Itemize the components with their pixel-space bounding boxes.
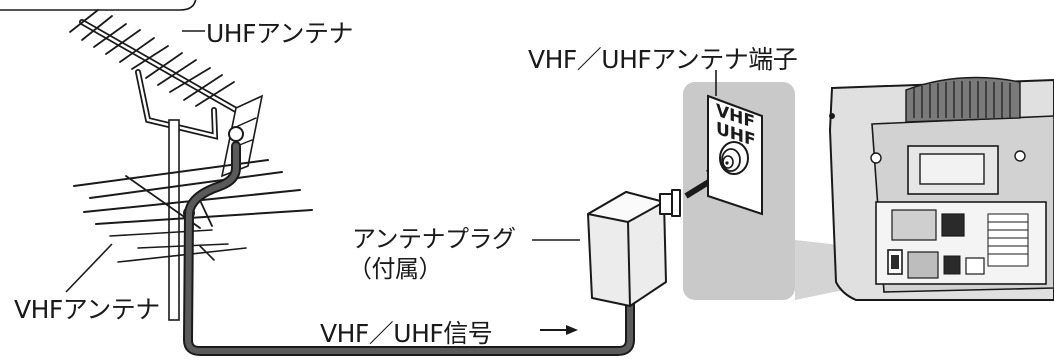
vhf-antenna-label: VHFアンテナ (14, 295, 160, 324)
signal-direction-arrow (540, 325, 578, 335)
antenna-plug-label-line1: アンテナプラグ (352, 225, 516, 253)
antenna-plug-label: アンテナプラグ （付属） (348, 224, 516, 284)
terminal-label: VHF／UHFアンテナ端子 (528, 45, 798, 74)
antenna-plug (587, 189, 681, 307)
tv-set (828, 76, 1054, 301)
section-tab-frame (0, 0, 197, 11)
antenna-plug-label-line2: （付属） (348, 255, 442, 283)
uhf-antenna (69, 9, 264, 178)
vhf-antenna-leader (65, 243, 113, 293)
uhf-antenna-label: UHFアンテナ (206, 19, 353, 48)
antenna-cable (183, 141, 635, 356)
wall-terminal (707, 94, 763, 216)
signal-label: VHF／UHF信号 (320, 319, 493, 348)
